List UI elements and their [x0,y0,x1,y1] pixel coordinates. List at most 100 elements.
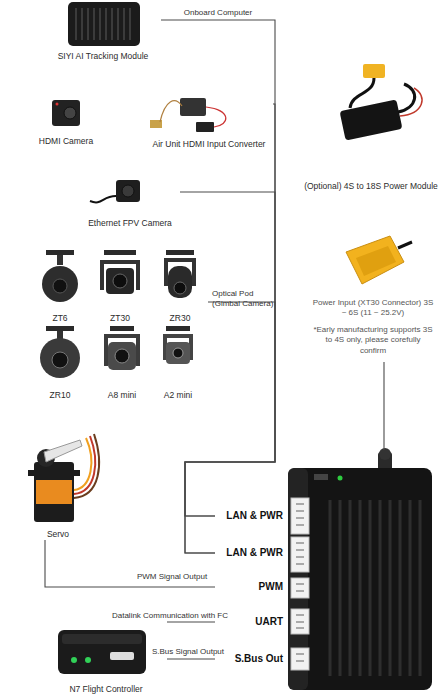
caption-group: SIYI AI Tracking Module [58,51,149,62]
servo-art [28,434,99,522]
air-unit-art [288,448,432,690]
air-unit-art [288,468,308,690]
cable-line [180,192,275,553]
servo-box: Servo [22,428,94,540]
flight-controller-art [110,652,134,660]
caption-group: Ethernet FPV Camera [88,218,172,229]
hdmi-camera-art [52,100,80,126]
device-caption: Ethernet FPV Camera [88,218,172,229]
device-caption: ZR30 [170,313,191,324]
caption-group: ZT30 [110,313,130,324]
air-unit-art [291,648,309,670]
port-label: LAN & PWR [215,547,283,559]
servo-art [34,462,74,522]
hdmi-converter-art [150,98,226,132]
device-caption: Power Input (XT30 Connector) 3S ~ 6S (11… [312,298,434,319]
port-label: LAN & PWR [215,510,283,522]
cable-line [161,20,275,516]
gimbal-camera-art [40,338,80,378]
ai-tracking-module-art [68,2,140,46]
hdmi-camera-art [52,100,80,126]
gimbal-camera-art [108,342,136,370]
flight-controller-art [85,657,91,663]
gimbal-camera-art [163,326,193,364]
camera-box: HDMI Camera [30,95,102,153]
power-module-art [400,88,422,116]
power-module-art [350,78,374,108]
servo-art [74,434,99,498]
device-caption: SIYI AI Tracking Module [58,51,149,62]
device-caption: A8 mini [108,390,136,401]
gimbal-box: ZT6 [32,248,88,324]
gimbal-box: ZT30 [92,248,148,324]
device-caption: Servo [47,529,69,540]
device-caption: N7 Flight Controller [69,684,142,695]
hdmi-camera-art [56,103,59,106]
cable-label: Datalink Communication with FC [95,611,245,621]
gimbal-camera-art [110,326,134,331]
caption-group: Air Unit HDMI Input Converter [153,139,266,150]
caption-group: ZT6 [52,313,67,324]
gimbal-camera-art [46,250,74,255]
device-caption: (Optional) 4S to 18S Power Module [304,181,438,192]
hdmi-converter-art [160,101,182,122]
device-caption: *Early manufacturing supports 3S to 4S o… [312,325,434,356]
device-caption: HDMI Camera [39,136,93,147]
air-unit-art [379,448,391,460]
ai-tracking-module-art [76,8,130,40]
caption-group: N7 Flight Controller [69,684,142,695]
cable-label: PWM Signal Output [102,572,242,582]
module-box: SIYI AI Tracking Module [45,0,161,66]
gimbal-camera-art [42,266,78,302]
device-caption: Air Unit HDMI Input Converter [153,139,266,150]
air-unit-art [330,500,420,676]
air-unit-art [338,476,343,481]
camera-box: Ethernet FPV Camera [80,176,180,230]
port-label: PWM [215,581,283,593]
flight-controller-art [62,634,142,644]
cable-label: S.Bus Signal Output [133,647,243,657]
hdmi-camera-art [64,107,76,119]
gimbal-camera-art [40,326,80,378]
gimbal-camera-art [166,326,190,331]
cable-line [167,621,215,622]
gimbal-camera-art [57,331,63,339]
air-unit-art [296,504,304,661]
gimbal-camera-art [42,250,78,302]
air-unit-art [288,468,432,690]
caption-group: (Optional) 4S to 18S Power Module [304,181,438,192]
power-module-art [340,99,403,140]
flight-controller-art [58,630,146,674]
caption-group: Servo [47,529,69,540]
device-caption: ZT30 [110,313,130,324]
converter-box: Air Unit HDMI Input Converter [145,92,273,152]
cable-line [167,658,215,659]
gimbal-camera-art [164,250,196,298]
ai-tracking-module-art [68,2,140,46]
gimbal-camera-art [100,250,140,294]
caption-group: ZR10 [50,390,71,401]
gimbal-camera-art [53,279,67,293]
port-label: S.Bus Out [215,653,283,665]
xt30-connector-art [346,236,404,284]
air-unit-art [314,474,328,480]
servo-art [44,440,82,462]
gimbal-box: A8 mini [94,323,150,401]
gimbal-box: ZR10 [32,323,88,401]
gimbal-camera-art [166,250,194,255]
ethernet-camera-art [116,180,140,202]
ethernet-camera-art [122,185,134,197]
gimbal-box: ZR30 [152,248,208,324]
power-module-art [363,64,385,78]
gimbal-box: A2 mini [150,323,206,401]
servo-art [36,480,72,504]
air-unit-box: LAN & PWRLAN & PWRPWMUARTS.Bus Out [215,450,440,695]
gimbal-camera-art [57,255,63,265]
device-caption: ZT6 [52,313,67,324]
hdmi-converter-art [206,107,226,127]
gimbal-camera-art [46,326,74,331]
power-module-art [340,64,423,141]
gimbal-camera-art [52,352,68,368]
cable-label: Optical Pod (Gimbal Camera) [212,289,282,309]
caption-group: A2 mini [164,390,192,401]
